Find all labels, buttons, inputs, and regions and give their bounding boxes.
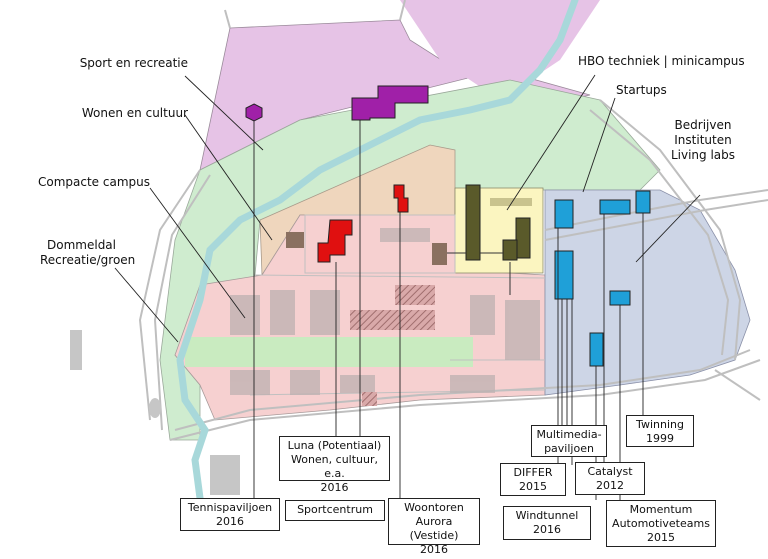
box-catalyst: Catalyst 2012 [575,462,645,495]
green-strip [185,337,473,367]
label-sport: Sport en recreatie [79,56,188,70]
river [176,0,579,502]
hbo-building [502,239,518,261]
luna-building [317,219,353,263]
hbo-building [465,184,481,261]
label-bedrijven-line1: Bedrijven [674,118,732,132]
label-bedrijven-line3: Living labs [670,148,736,162]
building-brown [432,243,447,265]
momentum-building [609,290,631,306]
differ-building [554,199,574,229]
box-multimedia-line1: Multimedia- [536,428,602,441]
box-luna-line1: Luna (Potentiaal) [287,439,382,452]
hatched-building [362,392,377,406]
box-luna-line2: Wonen, cultuur, e.a. [290,453,379,480]
windtunnel-building [554,250,574,300]
label-dommeldal-line2: Recreatie/groen [40,253,136,267]
box-catalyst-line1: Catalyst [587,465,633,478]
label-bedrijven: Bedrijven Instituten Living labs [668,118,738,163]
box-multimedia: Multimedia- paviljoen [531,425,607,457]
box-sportcentrum: Sportcentrum [285,500,385,521]
label-dommeldal: Dommeldal Recreatie/groen [40,238,135,268]
box-momentum-line2: Automotiveteams [612,517,710,530]
label-startups: Startups [616,83,667,97]
box-multimedia-line2: paviljoen [544,442,594,455]
box-twinning-line1: Twinning [636,418,684,431]
box-differ-line2: 2015 [519,480,547,493]
box-tennis-line2: 2016 [216,515,244,528]
box-windtunnel-line2: 2016 [533,523,561,536]
label-wonen: Wonen en cultuur [81,106,188,120]
box-tennis-line1: Tennispaviljoen [187,501,273,514]
box-differ-line1: DIFFER [513,466,553,479]
box-twinning: Twinning 1999 [626,415,694,447]
hbo-building [515,217,531,259]
box-twinning-line2: 1999 [646,432,674,445]
label-bedrijven-line2: Instituten [674,133,732,147]
box-luna: Luna (Potentiaal) Wonen, cultuur, e.a. 2… [279,436,390,494]
label-compact: Compacte campus [38,175,150,189]
woontoren-building [393,184,409,213]
box-luna-line3: 2016 [320,481,349,494]
box-windtunnel-line1: Windtunnel [515,509,579,522]
box-sportcentrum-line1: Sportcentrum [297,503,373,516]
box-woontoren: Woontoren Aurora (Vestide) 2016 [388,498,480,556]
box-momentum-line3: 2015 [647,531,675,544]
hatched-building [350,310,435,330]
box-tennis: Tennispaviljoen 2016 [180,498,280,531]
box-woontoren-line3: 2016 [420,543,448,556]
building-brown [286,232,304,248]
box-momentum-line1: Momentum [629,503,693,516]
box-differ: DIFFER 2015 [500,463,566,496]
box-woontoren-line1: Woontoren [404,501,464,514]
multimedia-building [589,332,604,367]
box-woontoren-line2: Aurora (Vestide) [409,515,459,542]
tennispaviljoen-building [245,103,263,122]
twinning-building [635,190,651,214]
catalyst-building [599,199,631,215]
label-dommeldal-line1: Dommeldal [47,238,116,252]
sport-zone-north [400,0,600,100]
box-catalyst-line2: 2012 [596,479,624,492]
label-hbo: HBO techniek | minicampus [578,54,745,68]
box-momentum: Momentum Automotiveteams 2015 [606,500,716,547]
box-windtunnel: Windtunnel 2016 [503,506,591,540]
sportcentrum-building [351,85,429,121]
hatched-building [395,285,435,305]
